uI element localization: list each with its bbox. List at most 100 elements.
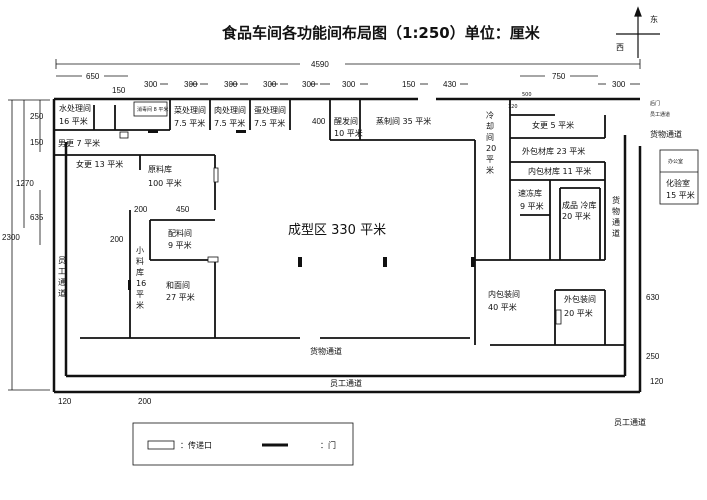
dim-300d: 300 bbox=[263, 80, 277, 89]
door-mark bbox=[236, 130, 246, 133]
dim-left-250: 250 bbox=[30, 112, 44, 121]
raw-store: 原料库 bbox=[148, 164, 172, 174]
interior-walls bbox=[54, 99, 625, 346]
dim-inner-200b: 200 bbox=[110, 235, 124, 244]
outer-pack-room-area: 20 平米 bbox=[564, 308, 593, 318]
dim-bottom-200: 200 bbox=[138, 397, 152, 406]
legend-pass-window-symbol bbox=[147, 440, 175, 450]
compass-east: 东 bbox=[650, 14, 658, 24]
meat-room: 肉处理间 bbox=[214, 105, 246, 115]
dim-mid-400: 400 bbox=[312, 117, 326, 126]
dim-300b: 300 bbox=[184, 80, 198, 89]
dim-right-250: 250 bbox=[646, 352, 660, 361]
outer-pack-store: 外包材库 23 平米 bbox=[522, 146, 585, 156]
doors bbox=[128, 130, 475, 290]
door-mark bbox=[383, 257, 387, 267]
dim-inner-450: 450 bbox=[176, 205, 190, 214]
outer-walls bbox=[52, 97, 642, 394]
door-mark bbox=[148, 130, 158, 133]
steaming-room: 蒸制间 35 平米 bbox=[376, 116, 431, 126]
dim-430: 430 bbox=[443, 80, 457, 89]
dim-300f: 300 bbox=[612, 80, 626, 89]
cargo-corridor-bottom: 货物通道 bbox=[310, 346, 342, 356]
dim-inner-200a: 200 bbox=[134, 205, 148, 214]
raw-store-area: 100 平米 bbox=[148, 178, 182, 188]
cargo-corridor-side: 货物通道 bbox=[612, 196, 620, 238]
dim-total-width: 4590 bbox=[311, 60, 329, 69]
dim-bottom-120b: 120 bbox=[650, 377, 664, 386]
men-change-room: 男更 7 平米 bbox=[58, 138, 100, 148]
pass-room-box bbox=[133, 101, 168, 117]
pass-window bbox=[119, 131, 129, 139]
dim-right-630: 630 bbox=[646, 293, 660, 302]
finished-cold-label: 成品 冷库 20 平米 bbox=[562, 201, 597, 221]
dim-300-extra: 300 bbox=[342, 80, 356, 89]
office-lab-box bbox=[659, 149, 699, 205]
staff-change-room: 女更 5 平米 bbox=[532, 120, 574, 130]
dim-300e: 300 bbox=[302, 80, 316, 89]
cargo-corridor-right: 货物通道 bbox=[650, 129, 682, 139]
diagram-title: 食品车间各功能间布局图（1:250）单位：厘米 bbox=[222, 24, 541, 42]
staff-corridor-bottom: 员工通道 bbox=[330, 378, 362, 388]
compass-west: 西 bbox=[616, 43, 624, 52]
pass-window bbox=[213, 167, 219, 183]
legend-door: ：门 bbox=[320, 440, 336, 450]
veg-room: 菜处理间 bbox=[174, 105, 206, 115]
women-change-room: 女更 13 平米 bbox=[76, 159, 123, 169]
total-width-dimension bbox=[55, 59, 641, 69]
door-mark bbox=[128, 280, 131, 290]
pass-windows bbox=[119, 131, 562, 325]
lab-room: 化验室 bbox=[666, 178, 690, 188]
dim-150a: 150 bbox=[112, 86, 126, 95]
quick-freeze-room: 速冻库 bbox=[518, 188, 542, 198]
dim-750: 750 bbox=[552, 72, 566, 81]
dim-r500: 500 bbox=[522, 92, 532, 98]
water-room-area: 16 平米 bbox=[59, 116, 88, 126]
pass-window bbox=[555, 309, 562, 325]
inner-pack-room-area: 40 平米 bbox=[488, 302, 517, 312]
fermentation-room: 醒发间 bbox=[334, 116, 358, 126]
pass-window bbox=[207, 256, 219, 263]
lab-room-area: 15 平米 bbox=[666, 190, 695, 200]
small-store-label: 小料库16平米 bbox=[136, 246, 147, 310]
dim-300a: 300 bbox=[144, 80, 158, 89]
dim-300c: 300 bbox=[224, 80, 238, 89]
ingredient-room: 配料间 bbox=[168, 228, 192, 238]
eggs-room: 蛋处理间 bbox=[254, 105, 286, 115]
left-dimensions bbox=[8, 99, 50, 391]
fermentation-room-area: 10 平米 bbox=[334, 128, 363, 138]
dough-room-area: 27 平米 bbox=[166, 292, 195, 302]
inner-pack-room: 内包装间 bbox=[488, 289, 520, 299]
forming-area: 成型区 330 平米 bbox=[288, 223, 386, 238]
door-mark bbox=[298, 257, 302, 267]
staff-corridor-left: 员工通道 bbox=[58, 256, 66, 298]
veg-room-area: 7.5 平米 bbox=[174, 118, 205, 128]
legend-pass-window: ：传递口 bbox=[180, 440, 212, 450]
top-segment-dimensions bbox=[56, 75, 640, 85]
dim-r120: 120 bbox=[508, 104, 518, 110]
dim-left-2300: 2300 bbox=[2, 233, 20, 242]
dim-left-150: 150 bbox=[30, 138, 44, 147]
meat-room-area: 7.5 平米 bbox=[214, 118, 245, 128]
dim-650: 650 bbox=[86, 72, 100, 81]
dim-left-635: 635 bbox=[30, 213, 44, 222]
water-room: 水处理间 bbox=[59, 103, 91, 113]
office-room: 办公室 bbox=[668, 158, 683, 165]
dim-left-1270: 1270 bbox=[16, 179, 34, 188]
compass-icon bbox=[616, 6, 660, 58]
outer-pack-room: 外包装间 bbox=[564, 294, 596, 304]
door-mark bbox=[471, 257, 475, 267]
eggs-room-area: 7.5 平米 bbox=[254, 118, 285, 128]
back-door: 后门 bbox=[650, 100, 660, 107]
dough-room: 和面间 bbox=[166, 281, 190, 290]
cooling-room-label: 冷却间20平米 bbox=[486, 111, 497, 175]
dim-bottom-120a: 120 bbox=[58, 397, 72, 406]
ingredient-room-area: 9 平米 bbox=[168, 240, 192, 250]
staff-exit-corridor: 员工通道 bbox=[614, 417, 646, 427]
staff-corridor-top: 员工通道 bbox=[650, 111, 670, 118]
dim-150b: 150 bbox=[402, 80, 416, 89]
pass-room-label: 消毒间 8 平米 bbox=[137, 106, 168, 113]
quick-freeze-area: 9 平米 bbox=[520, 201, 544, 211]
